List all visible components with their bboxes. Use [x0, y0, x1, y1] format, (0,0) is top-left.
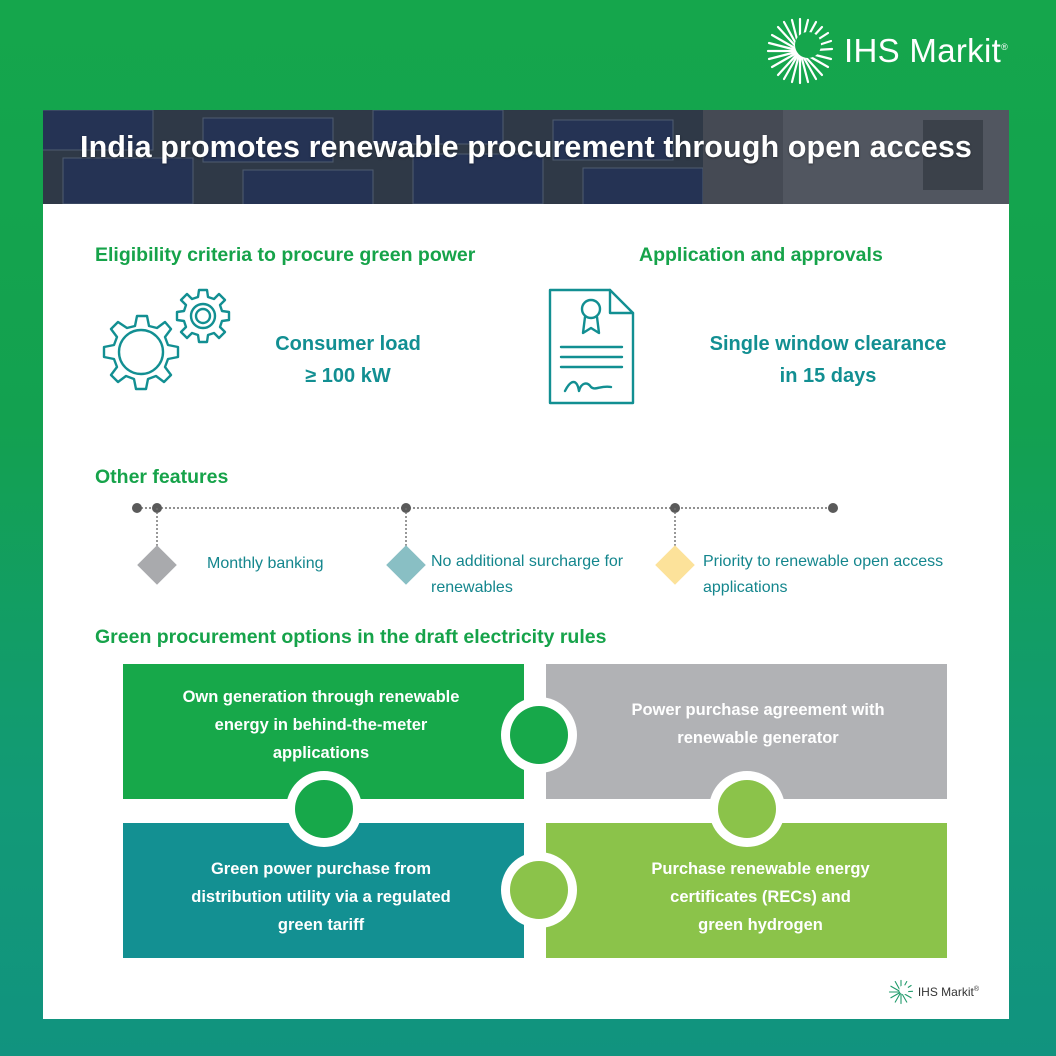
starburst-logo-small-icon — [888, 979, 913, 1005]
puzzle-knob-lime-right — [510, 861, 568, 919]
certificate-document-icon — [548, 288, 635, 405]
feature-1-line1: Monthly banking — [207, 555, 324, 572]
other-features-heading: Other features — [95, 466, 229, 488]
green-options-heading: Green procurement options in the draft e… — [95, 626, 607, 648]
solar-panel-background — [43, 110, 1009, 204]
option-text-recs: Purchase renewable energy certificates (… — [583, 855, 938, 939]
title-banner: India promotes renewable procurement thr… — [43, 110, 1009, 204]
single-window-text: Single window clearance in 15 days — [683, 328, 973, 392]
feature-2-line2: renewables — [431, 579, 513, 596]
option-text-green-tariff: Green power purchase from distribution u… — [143, 855, 499, 939]
starburst-logo-icon — [766, 17, 834, 85]
option-3-line3: green tariff — [277, 916, 365, 934]
option-1-line1: Own generation through renewable — [182, 688, 460, 706]
brand-logo-bottom: IHS Markit® — [888, 979, 979, 1005]
consumer-load-value: ≥ 100 kW — [305, 365, 391, 387]
option-2-line1: Power purchase agreement with — [631, 701, 885, 719]
page-title: India promotes renewable procurement thr… — [80, 130, 972, 164]
puzzle-knob-green-bottom — [295, 780, 353, 838]
feature-no-surcharge: No additional surcharge for renewables — [431, 549, 623, 601]
feature-priority: Priority to renewable open access applic… — [703, 549, 943, 601]
brand-logo-top: IHS Markit® — [764, 16, 1008, 86]
feature-monthly-banking: Monthly banking — [207, 551, 324, 577]
feature-2-line1: No additional surcharge for — [431, 553, 624, 570]
eligibility-heading: Eligibility criteria to procure green po… — [95, 244, 476, 266]
option-4-line1: Purchase renewable energy — [651, 860, 870, 878]
features-timeline — [132, 503, 838, 548]
option-4-line2: certificates (RECs) and — [670, 888, 851, 906]
feature-3-line1: Priority to renewable open access — [703, 553, 944, 570]
consumer-load-text: Consumer load ≥ 100 kW — [238, 328, 458, 392]
single-window-label: Single window clearance — [709, 333, 947, 355]
feature-3-line2: applications — [703, 579, 788, 596]
option-3-line1: Green power purchase from — [210, 860, 432, 878]
consumer-load-label: Consumer load — [275, 333, 421, 355]
option-text-own-generation: Own generation through renewable energy … — [143, 683, 499, 767]
main-card: India promotes renewable procurement thr… — [43, 110, 1009, 1019]
single-window-days: in 15 days — [779, 365, 877, 387]
option-3-line2: distribution utility via a regulated — [191, 888, 451, 906]
option-1-line3: applications — [272, 744, 370, 762]
gears-icon — [102, 288, 231, 391]
option-text-ppa: Power purchase agreement with renewable … — [578, 696, 938, 752]
option-1-line2: energy in behind-the-meter — [214, 716, 428, 734]
puzzle-knob-green — [510, 706, 568, 764]
brand-name: IHS Markit® — [844, 32, 1008, 69]
brand-name-small: IHS Markit® — [917, 985, 979, 999]
application-heading: Application and approvals — [639, 244, 883, 266]
puzzle-knob-lime — [718, 780, 776, 838]
option-4-line3: green hydrogen — [698, 916, 823, 934]
option-2-line2: renewable generator — [677, 729, 839, 747]
